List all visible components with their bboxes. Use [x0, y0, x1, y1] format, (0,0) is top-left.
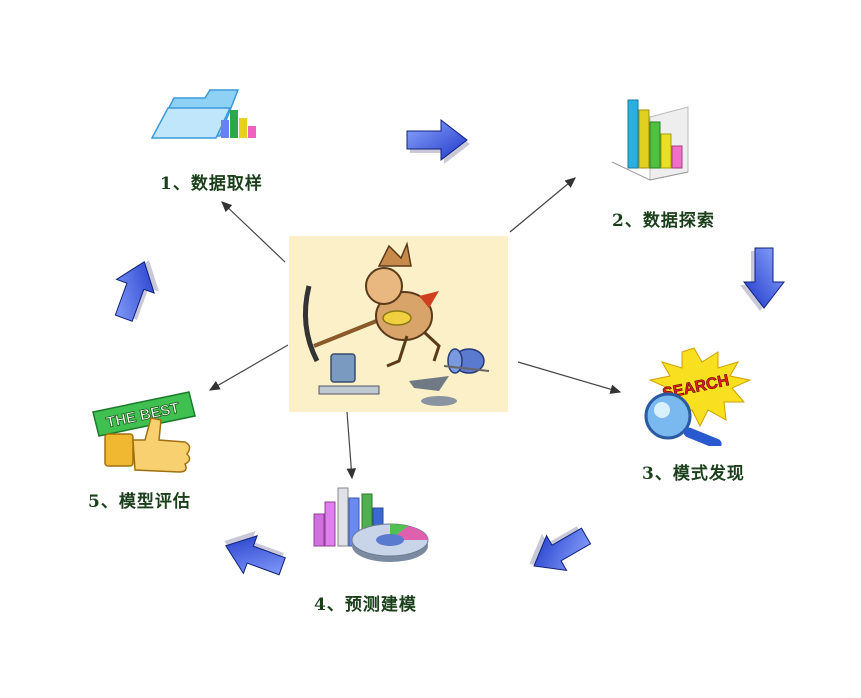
folder-chart-icon [150, 89, 256, 139]
search-magnifier-icon: SEARCH [644, 347, 752, 446]
step-3-label: 3、模式发现 [642, 464, 745, 484]
flow-arrow-down [740, 247, 785, 311]
flow-arrow-left [217, 522, 290, 586]
connector-to-step2 [509, 177, 576, 233]
step-4-label: 4、预测建模 [314, 595, 417, 615]
step-2-label: 2、数据探索 [612, 211, 715, 231]
flow-arrow-right [406, 119, 470, 164]
step-1-label: 1、数据取样 [160, 174, 263, 194]
thumbs-up-best-icon: THE BEST [92, 391, 196, 473]
connector-to-step5 [208, 344, 289, 391]
miner-digging-icon [302, 241, 490, 406]
connector-to-step3 [517, 361, 622, 394]
connector-to-step1 [221, 201, 286, 263]
pie-bar-chart-icon [313, 487, 429, 562]
bar-chart-icon [611, 99, 689, 181]
flow-arrow-down-left [519, 516, 597, 584]
connector-to-step4 [346, 411, 357, 480]
step-5-label: 5、模型评估 [88, 492, 191, 512]
center-image [289, 236, 508, 412]
flow-arrow-up [104, 253, 168, 326]
